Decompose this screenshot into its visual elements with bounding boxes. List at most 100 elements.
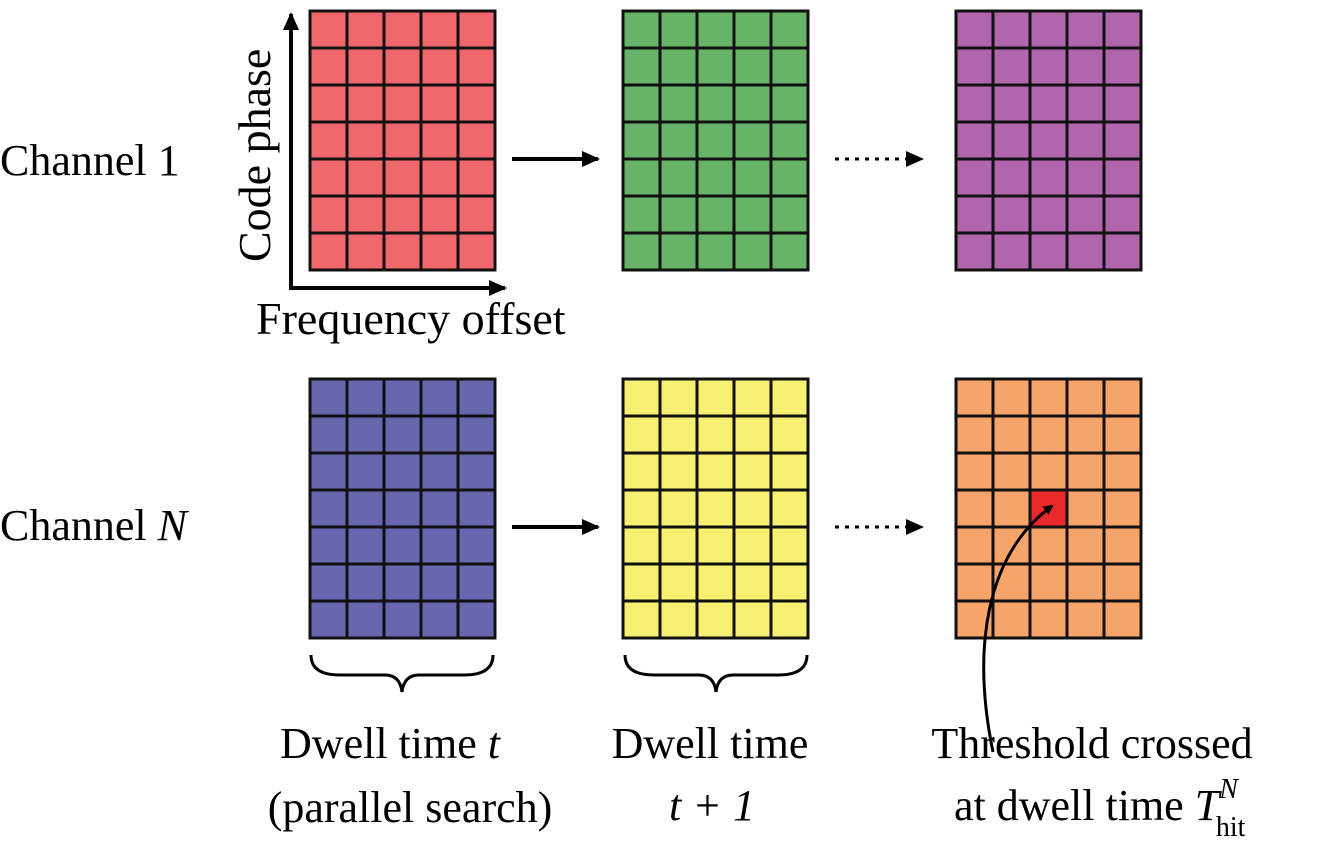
- grid-cell: [345, 46, 386, 87]
- grid-cell: [658, 451, 699, 492]
- caption-dwell-t1-line1: Dwell time: [612, 719, 809, 768]
- grid-cell: [695, 377, 736, 418]
- x-axis-label: Frequency offset: [256, 293, 566, 344]
- grid-cell: [658, 488, 699, 529]
- grid-cell: [308, 488, 349, 529]
- grid-cell: [1028, 9, 1069, 50]
- brace-1: [309, 654, 495, 693]
- grid-ch1-3: [954, 9, 1143, 272]
- grid-cell: [1065, 377, 1106, 418]
- grid-cell: [1102, 599, 1143, 640]
- grid-cell: [1102, 414, 1143, 455]
- brace-2: [623, 654, 809, 693]
- grid-cell: [732, 120, 773, 161]
- grid-cell: [382, 451, 423, 492]
- grid-cell: [1065, 525, 1106, 566]
- grid-cell: [382, 562, 423, 603]
- grid-cell: [658, 377, 699, 418]
- grid-cell: [769, 599, 810, 640]
- grid-cell: [769, 83, 810, 124]
- grid-cell: [621, 46, 662, 87]
- grid-cell: [1065, 451, 1106, 492]
- channel-n-label: Channel N: [0, 501, 190, 550]
- grid-cell: [695, 46, 736, 87]
- grid-cell: [382, 414, 423, 455]
- grid-chN-3: [954, 377, 1143, 640]
- grid-ch1-2: [621, 9, 810, 272]
- grid-cell: [1028, 599, 1069, 640]
- hit-pointer-arrow: [982, 504, 1054, 753]
- grid-cell: [419, 46, 460, 87]
- grid-cell: [1102, 562, 1143, 603]
- grid-cell: [769, 525, 810, 566]
- grid-cell: [1065, 157, 1106, 198]
- grid-cell: [1065, 599, 1106, 640]
- grid-cell: [954, 157, 995, 198]
- grid-cell: [419, 414, 460, 455]
- grid-cell: [991, 83, 1032, 124]
- grid-cell: [621, 525, 662, 566]
- grid-cell: [382, 525, 423, 566]
- grid-cell: [419, 488, 460, 529]
- grid-chN-2: [621, 377, 810, 640]
- grid-cell: [1102, 157, 1143, 198]
- grid-cell: [308, 525, 349, 566]
- grid-cell: [695, 525, 736, 566]
- grid-cell: [1028, 562, 1069, 603]
- grid-cell: [991, 231, 1032, 272]
- grid-cell: [308, 120, 349, 161]
- grid-cell: [1102, 525, 1143, 566]
- grid-cell: [769, 231, 810, 272]
- grid-cell: [345, 231, 386, 272]
- grid-cell: [308, 46, 349, 87]
- grid-cell: [954, 194, 995, 235]
- grid-cell: [695, 231, 736, 272]
- y-axis-label: Code phase: [229, 49, 280, 262]
- grid-cell: [991, 599, 1032, 640]
- grid-cell: [695, 194, 736, 235]
- grid-cell: [732, 451, 773, 492]
- grid-cell: [1065, 562, 1106, 603]
- grid-cell: [954, 488, 995, 529]
- grid-cell: [308, 451, 349, 492]
- grid-cell: [345, 194, 386, 235]
- grid-cell: [658, 599, 699, 640]
- grid-cell: [769, 46, 810, 87]
- grid-cell: [695, 83, 736, 124]
- grid-cell: [695, 599, 736, 640]
- grid-cell: [732, 9, 773, 50]
- grid-cell: [769, 194, 810, 235]
- grid-cell: [419, 231, 460, 272]
- grid-cell: [382, 231, 423, 272]
- grid-cell: [621, 377, 662, 418]
- grid-cell: [308, 194, 349, 235]
- grid-cell: [1028, 157, 1069, 198]
- grid-cell: [382, 9, 423, 50]
- grid-cell: [456, 525, 497, 566]
- grid-cell: [732, 46, 773, 87]
- grid-cell: [345, 83, 386, 124]
- grid-cell: [308, 83, 349, 124]
- grid-cell: [1028, 414, 1069, 455]
- grid-cell: [1028, 451, 1069, 492]
- grid-cell: [456, 83, 497, 124]
- grid-cell: [382, 83, 423, 124]
- grid-cell: [308, 599, 349, 640]
- grid-cell: [456, 377, 497, 418]
- grid-cell: [695, 562, 736, 603]
- grid-cell: [345, 599, 386, 640]
- grid-cell: [456, 562, 497, 603]
- grid-cell: [658, 562, 699, 603]
- grid-cell: [1065, 194, 1106, 235]
- grid-cell: [1102, 488, 1143, 529]
- grid-cell: [621, 488, 662, 529]
- grid-cell: [695, 414, 736, 455]
- grid-cell: [456, 231, 497, 272]
- grid-cell: [954, 525, 995, 566]
- grid-cell: [1065, 414, 1106, 455]
- caption-dwell-t: Dwell time t: [280, 719, 502, 768]
- grid-cell: [991, 451, 1032, 492]
- grid-cell: [954, 120, 995, 161]
